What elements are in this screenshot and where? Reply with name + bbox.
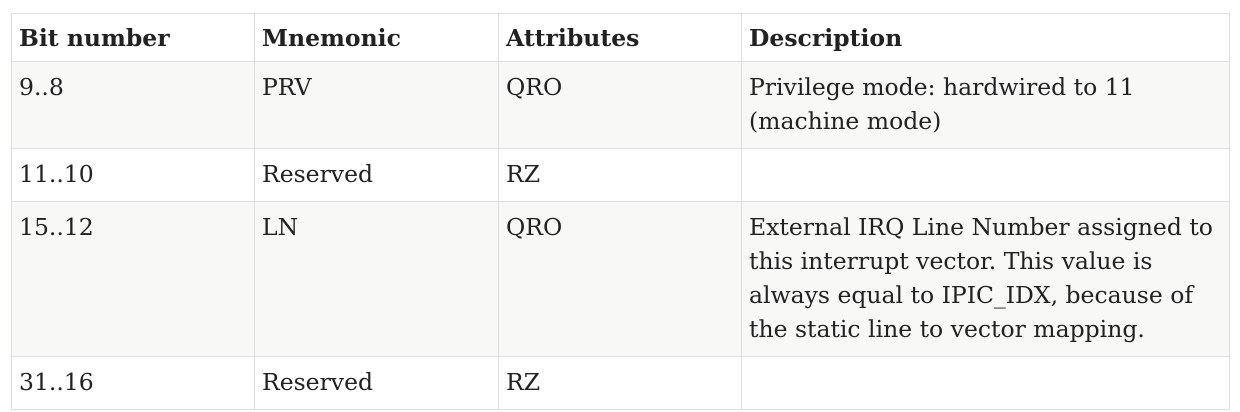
header-attributes: Attributes <box>498 13 742 62</box>
register-table-container: Bit number Mnemonic Attributes Descripti… <box>11 13 1230 410</box>
cell-attributes: QRO <box>498 61 742 149</box>
cell-description <box>741 356 1230 410</box>
cell-attributes: QRO <box>498 201 742 357</box>
table-row: 11..10 Reserved RZ <box>11 148 1230 202</box>
header-description: Description <box>741 13 1230 62</box>
cell-attributes: RZ <box>498 356 742 410</box>
table-row: 9..8 PRV QRO Privilege mode: hardwired t… <box>11 61 1230 149</box>
cell-bit-number: 31..16 <box>11 356 255 410</box>
cell-bit-number: 9..8 <box>11 61 255 149</box>
register-bit-table: Bit number Mnemonic Attributes Descripti… <box>11 13 1230 410</box>
cell-mnemonic: Reserved <box>254 148 499 202</box>
cell-description: External IRQ Line Number assigned to thi… <box>741 201 1230 357</box>
header-mnemonic: Mnemonic <box>254 13 499 62</box>
table-row: 15..12 LN QRO External IRQ Line Number a… <box>11 201 1230 357</box>
cell-description: Privilege mode: hardwired to 11 (machine… <box>741 61 1230 149</box>
cell-mnemonic: PRV <box>254 61 499 149</box>
table-header-row: Bit number Mnemonic Attributes Descripti… <box>11 13 1230 62</box>
table-row: 31..16 Reserved RZ <box>11 356 1230 410</box>
cell-bit-number: 11..10 <box>11 148 255 202</box>
header-bit-number: Bit number <box>11 13 255 62</box>
cell-bit-number: 15..12 <box>11 201 255 357</box>
cell-attributes: RZ <box>498 148 742 202</box>
cell-description <box>741 148 1230 202</box>
cell-mnemonic: LN <box>254 201 499 357</box>
cell-mnemonic: Reserved <box>254 356 499 410</box>
